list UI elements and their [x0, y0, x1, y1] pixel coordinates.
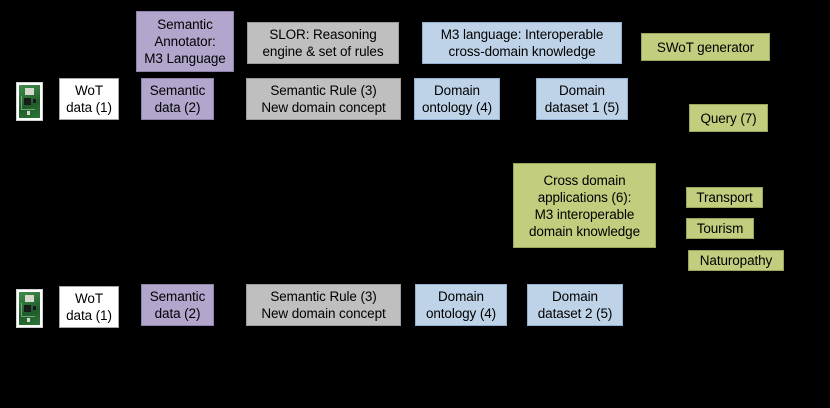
pcb-component	[20, 315, 36, 318]
node-tourism: Tourism	[686, 218, 754, 239]
node-semantic-data-2-top: Semantic data (2)	[141, 78, 214, 120]
node-domain-dataset-2-5: Domain dataset 2 (5)	[527, 284, 623, 326]
node-semantic-annotator: Semantic Annotator: M3 Language	[136, 11, 234, 72]
node-domain-ontology-4-top: Domain ontology (4)	[414, 78, 500, 120]
pcb-component	[20, 96, 23, 110]
circuit-board-icon	[19, 292, 40, 325]
pcb-component	[20, 108, 36, 111]
node-wot-data-1-bottom: WoT data (1)	[59, 286, 119, 328]
pcb-component	[27, 318, 31, 323]
node-wot-data-1-top: WoT data (1)	[59, 78, 119, 120]
wot-device-top	[16, 82, 43, 121]
pcb-component	[25, 295, 34, 302]
node-semantic-rule-3-top: Semantic Rule (3) New domain concept	[246, 78, 401, 120]
pcb-component	[23, 98, 31, 106]
pcb-component	[23, 305, 31, 313]
node-semantic-data-2-bottom: Semantic data (2)	[141, 284, 214, 326]
node-domain-dataset-1-5: Domain dataset 1 (5)	[536, 78, 628, 120]
node-cross-domain-applications-6: Cross domain applications (6): M3 intero…	[513, 163, 656, 248]
pcb-component	[25, 88, 34, 95]
wot-device-bottom	[16, 289, 43, 328]
node-transport: Transport	[686, 187, 763, 208]
pcb-component	[27, 111, 31, 116]
pcb-component	[32, 305, 37, 310]
node-swot-generator: SWoT generator	[641, 33, 770, 61]
node-domain-ontology-4-bottom: Domain ontology (4)	[415, 284, 507, 326]
pcb-component	[20, 303, 23, 317]
node-semantic-rule-3-bottom: Semantic Rule (3) New domain concept	[246, 284, 401, 326]
node-slor-reasoning-engine: SLOR: Reasoning engine & set of rules	[247, 22, 399, 64]
circuit-board-icon	[19, 85, 40, 118]
node-m3-language: M3 language: Interoperable cross-domain …	[422, 22, 622, 64]
node-query-7: Query (7)	[689, 104, 768, 132]
node-naturopathy: Naturopathy	[688, 250, 784, 271]
pcb-component	[32, 98, 37, 103]
